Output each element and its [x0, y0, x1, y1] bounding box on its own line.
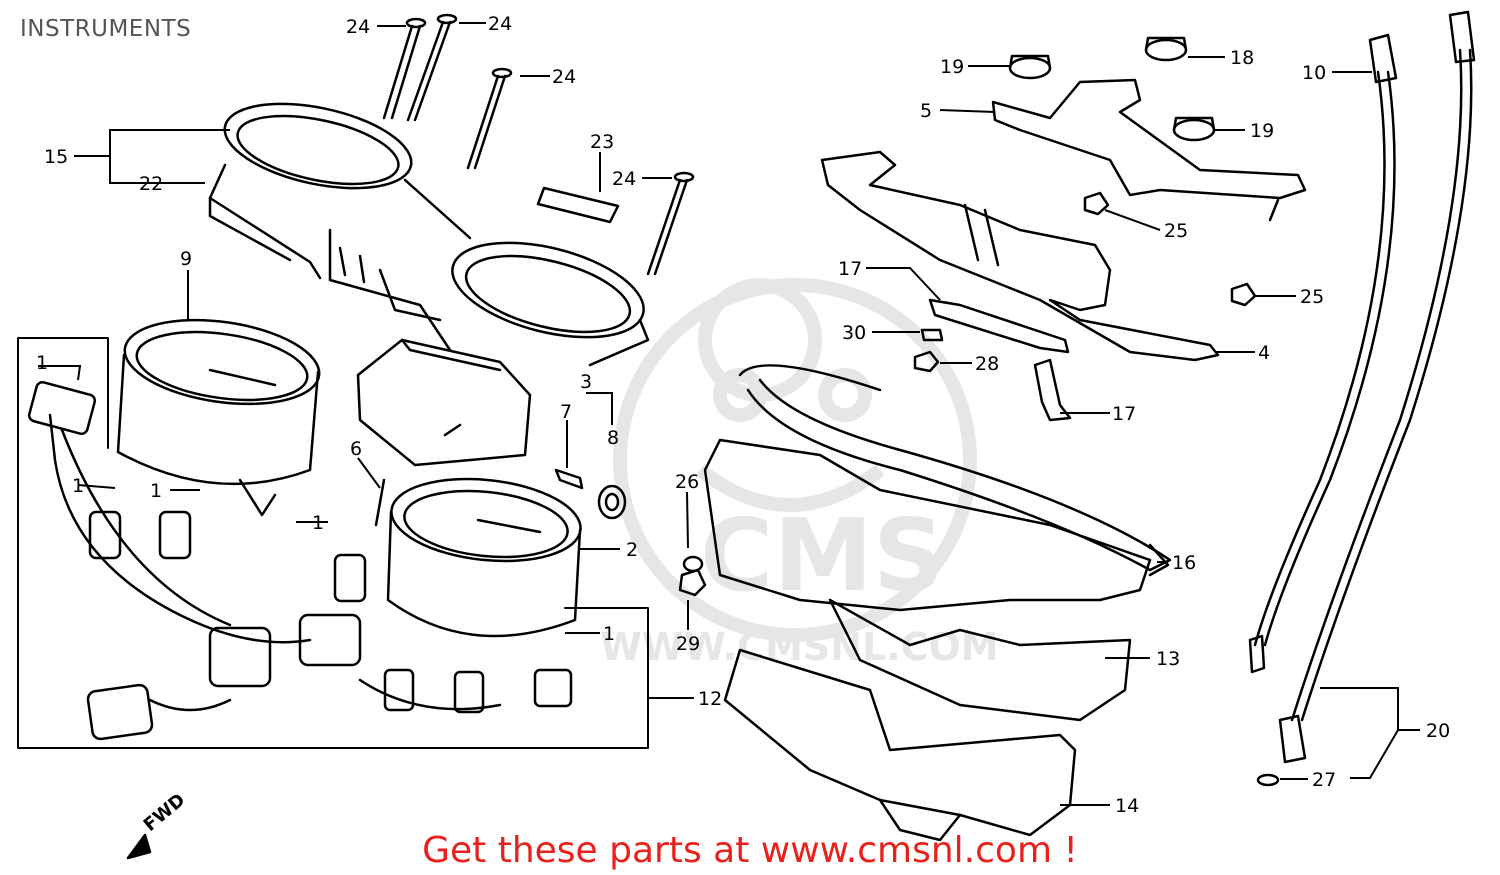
callout-label: 30 — [842, 322, 866, 344]
callout-label: 20 — [1426, 720, 1450, 742]
callout-label: 16 — [1172, 552, 1196, 574]
callout-label: 26 — [675, 471, 699, 493]
parts-line-art: FWD — [17, 10, 1476, 860]
bracket-17-a — [928, 298, 1070, 354]
callout-label: 19 — [940, 56, 964, 78]
clip-7 — [554, 468, 584, 490]
footer-link-text[interactable]: Get these parts at www.cmsnl.com ! — [422, 830, 1078, 871]
grommet-19-b — [1172, 116, 1216, 142]
callout-label: 25 — [1300, 286, 1324, 308]
callout-label: 25 — [1164, 220, 1188, 242]
tachometer-2 — [386, 477, 582, 638]
screw-24-b — [406, 13, 458, 122]
pin-6 — [374, 478, 386, 527]
callout-label: 27 — [1312, 769, 1336, 791]
speedometer-cable-10 — [1248, 33, 1398, 674]
callout-label: 5 — [920, 100, 932, 122]
speedometer-9 — [116, 318, 321, 517]
callout-label: 29 — [676, 633, 700, 655]
callout-label: 1 — [312, 512, 324, 534]
bracket-4 — [820, 150, 1220, 362]
callout-label: 28 — [975, 353, 999, 375]
callout-label: 19 — [1250, 120, 1274, 142]
callout-label: 1 — [36, 352, 48, 374]
harness-bracket-2 — [17, 337, 649, 749]
callout-label: 2 — [626, 539, 638, 561]
bracket-17-b — [1033, 358, 1072, 422]
callout-label: 10 — [1302, 62, 1326, 84]
gasket-23 — [536, 186, 620, 224]
grommet-18 — [1144, 36, 1188, 62]
watermark-url: WWW.CMSNL.COM — [600, 625, 999, 669]
spring-30 — [920, 328, 944, 342]
callout-label: 17 — [838, 258, 862, 280]
callout-label: 1 — [150, 480, 162, 502]
callout-label: 1 — [72, 475, 84, 497]
screw-24-a — [382, 17, 427, 120]
callout-label: 14 — [1115, 795, 1139, 817]
washer-27 — [1256, 773, 1280, 787]
screw-24-c — [466, 67, 513, 170]
callout-numbers: 24 24 24 19 18 10 15 22 23 24 5 19 25 9 … — [36, 13, 1450, 817]
nut-29 — [678, 568, 707, 597]
callout-label: 22 — [139, 173, 163, 195]
callout-leader-lines — [38, 22, 1420, 806]
callout-label: 18 — [1230, 47, 1254, 69]
lower-case-13 — [703, 438, 1152, 722]
nut-28 — [913, 350, 940, 373]
indicator-panel-3 — [356, 338, 532, 467]
grommet-19-a — [1008, 54, 1052, 80]
callout-label: 13 — [1156, 648, 1180, 670]
instrument-case-15 — [208, 102, 650, 367]
callout-label: 9 — [180, 248, 192, 270]
callout-label: 4 — [1258, 342, 1270, 364]
tachometer-cable-20 — [1278, 10, 1476, 764]
callout-label: 3 — [580, 371, 592, 393]
callout-label: 12 — [698, 688, 722, 710]
harness-bracket-1 — [17, 337, 109, 449]
callout-label: 24 — [612, 168, 636, 190]
lower-cover-14 — [723, 648, 1077, 842]
callout-label: 24 — [488, 13, 512, 35]
washer-8 — [597, 484, 627, 520]
fwd-label: FWD — [140, 789, 190, 835]
wire-harness-12 — [27, 381, 573, 741]
callout-label: 6 — [350, 438, 362, 460]
nut-25-b — [1230, 282, 1257, 307]
callout-label: 24 — [552, 66, 576, 88]
bracket-5 — [991, 78, 1307, 222]
callout-label: 7 — [560, 401, 572, 423]
cms-watermark-logo: CMS WWW.CMSNL.COM — [600, 278, 999, 669]
callout-label: 15 — [44, 146, 68, 168]
callout-label: 24 — [346, 16, 370, 38]
rubber-trim-16 — [738, 364, 1172, 577]
nut-25-a — [1083, 191, 1110, 216]
callout-label: 8 — [607, 427, 619, 449]
page-title: INSTRUMENTS — [20, 16, 192, 42]
watermark-brand: CMS — [700, 497, 945, 614]
callout-label: 23 — [590, 131, 614, 153]
callout-label: 1 — [603, 623, 615, 645]
callout-label: 17 — [1112, 403, 1136, 425]
screw-24-d — [646, 171, 695, 276]
